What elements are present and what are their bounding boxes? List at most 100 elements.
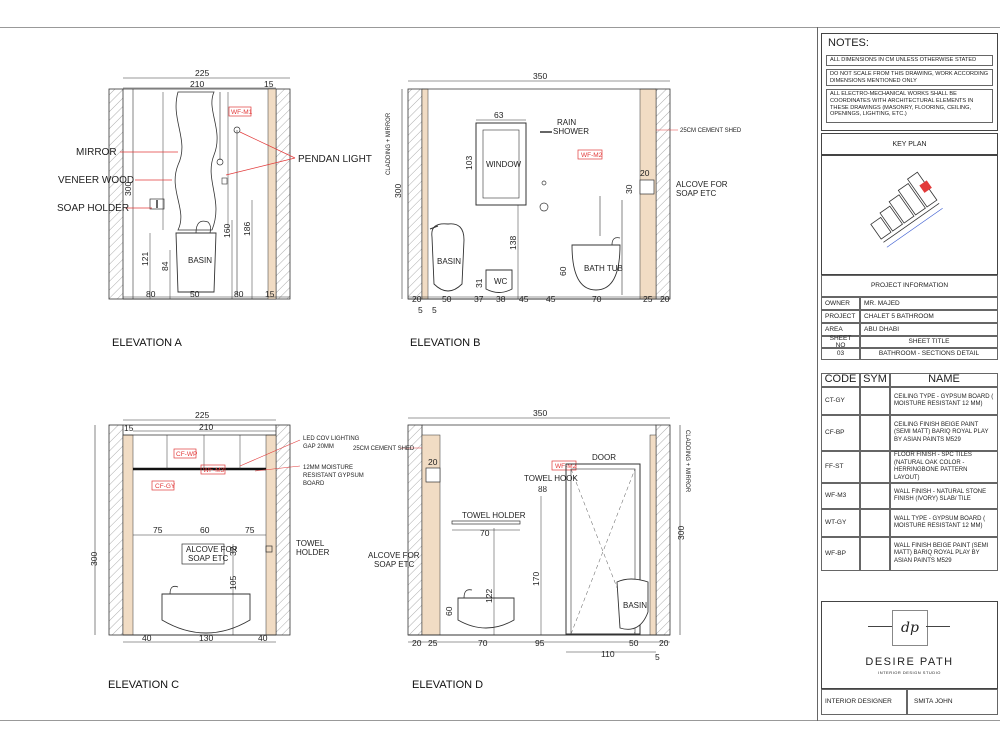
basin-c	[161, 593, 251, 634]
alcove-b	[639, 179, 655, 195]
svg-text:SHOWER: SHOWER	[553, 127, 589, 136]
sheet-no-label: SHEET NO	[821, 335, 860, 349]
alcove-d	[425, 467, 441, 483]
svg-text:300: 300	[123, 182, 133, 196]
svg-text:BASIN: BASIN	[437, 257, 461, 266]
window-shape	[482, 129, 520, 199]
svg-text:60: 60	[200, 525, 210, 535]
brand-subtitle: INTERIOR DESIGN STUDIO	[878, 670, 941, 675]
note-2: DO NOT SCALE FROM THIS DRAWING, WORK ACC…	[826, 69, 993, 86]
cladding-panel	[421, 88, 429, 300]
designer-name: SMITA JOHN	[907, 689, 998, 715]
svg-text:20: 20	[640, 168, 650, 178]
svg-text:45: 45	[546, 294, 556, 304]
svg-text:DOOR: DOOR	[592, 453, 616, 462]
svg-text:VENEER WOOD: VENEER WOOD	[58, 175, 134, 186]
title-block: NOTES: ALL DIMENSIONS IN CM UNLESS OTHER…	[819, 27, 1000, 721]
svg-text:25: 25	[643, 294, 653, 304]
wc-d	[457, 597, 515, 629]
legend-name: FLOOR FINISH - SPC TILES (NATURAL OAK CO…	[890, 451, 998, 483]
svg-text:121: 121	[140, 252, 150, 266]
svg-text:25CM CEMENT SHED: 25CM CEMENT SHED	[353, 446, 415, 452]
svg-text:RAIN: RAIN	[557, 118, 576, 127]
legend-sym	[860, 483, 890, 509]
project-key-owner: OWNER	[821, 297, 860, 310]
legend-header-sym: SYM	[860, 373, 890, 387]
svg-text:186: 186	[242, 222, 252, 236]
key-plan-box	[821, 155, 998, 275]
svg-text:WF-M2: WF-M2	[581, 152, 603, 159]
svg-text:210: 210	[199, 422, 213, 432]
svg-text:20: 20	[660, 294, 670, 304]
towel-hook-icon: ȣȣ	[538, 485, 548, 494]
svg-text:300: 300	[393, 184, 403, 198]
wc-b	[485, 269, 513, 293]
svg-text:40: 40	[142, 633, 152, 643]
svg-text:CLADDING + MIRROR: CLADDING + MIRROR	[684, 430, 690, 493]
svg-text:38: 38	[496, 294, 506, 304]
project-value-area: ABU DHABI	[860, 323, 998, 336]
notes-heading: NOTES:	[828, 37, 869, 49]
elevation-a-title: ELEVATION A	[112, 337, 183, 349]
legend-sym	[860, 537, 890, 571]
svg-text:20: 20	[428, 457, 438, 467]
drawing-sheet: BASIN WF-M1 225 210 15 300 121 84 160 18…	[57, 68, 742, 691]
elevation-d-title: ELEVATION D	[412, 679, 483, 691]
svg-text:130: 130	[199, 633, 213, 643]
svg-text:TOWEL HOOK: TOWEL HOOK	[524, 474, 578, 483]
legend-header-code: CODE	[821, 373, 860, 387]
legend-name: WALL TYPE - GYPSUM BOARD ( MOISTURE RESI…	[890, 509, 998, 537]
svg-text:ALCOVE FOR: ALCOVE FOR	[368, 551, 420, 560]
mirror-shape	[174, 91, 218, 231]
soap-holder-shape	[149, 198, 165, 210]
brand-name: DESIRE PATH	[865, 656, 954, 668]
door-shape	[570, 468, 636, 635]
project-key-project: PROJECT	[821, 310, 860, 323]
legend-name: CEILING TYPE - GYPSUM BOARD ( MOISTURE R…	[890, 387, 998, 415]
legend-sym	[860, 451, 890, 483]
svg-text:15: 15	[124, 423, 134, 433]
svg-text:103: 103	[464, 156, 474, 170]
elevation-b-title: ELEVATION B	[410, 337, 481, 349]
svg-text:BASIN: BASIN	[188, 256, 212, 265]
key-plan-icon	[870, 171, 943, 248]
svg-text:TOWEL HOLDER: TOWEL HOLDER	[462, 511, 526, 520]
sheet-title-label: SHEET TITLE	[860, 336, 998, 348]
legend-code: WF-M3	[821, 483, 860, 509]
title-block-separator	[817, 27, 818, 721]
legend-code: WT-GY	[821, 509, 860, 537]
project-info-heading: PROJECT INFORMATION	[821, 275, 998, 297]
svg-text:15: 15	[265, 289, 275, 299]
svg-text:37: 37	[474, 294, 484, 304]
project-value-owner: MR. MAJED	[860, 297, 998, 310]
svg-text:25CM CEMENT SHED: 25CM CEMENT SHED	[680, 128, 742, 134]
svg-text:PENDAN LIGHT: PENDAN LIGHT	[298, 154, 372, 165]
svg-text:SOAP ETC: SOAP ETC	[188, 554, 229, 563]
notes-box: NOTES: ALL DIMENSIONS IN CM UNLESS OTHER…	[821, 33, 998, 131]
svg-text:RESISTANT GYPSUM: RESISTANT GYPSUM	[303, 473, 364, 479]
svg-text:WF-M3: WF-M3	[203, 467, 225, 474]
svg-text:105: 105	[228, 576, 238, 590]
note-1: ALL DIMENSIONS IN CM UNLESS OTHERWISE ST…	[826, 55, 993, 66]
svg-text:210: 210	[190, 79, 204, 89]
svg-text:80: 80	[234, 289, 244, 299]
basin-d	[616, 578, 649, 630]
svg-text:160: 160	[222, 224, 232, 238]
legend-name: WALL FINISH BEIGE PAINT (SEMI MATT) BARI…	[890, 537, 998, 571]
elevation-c: CF-WP CF-GY WF-M3 ALCOVE FOR SOAP ETC TO…	[89, 410, 364, 691]
svg-text:31: 31	[474, 278, 484, 288]
svg-text:170: 170	[531, 572, 541, 586]
elevation-c-title: ELEVATION C	[108, 679, 179, 691]
svg-text:5: 5	[432, 305, 437, 315]
svg-text:WC: WC	[494, 277, 508, 286]
svg-text:80: 80	[146, 289, 156, 299]
wall-left	[108, 88, 124, 300]
wall-right	[275, 88, 291, 300]
svg-text:MIRROR: MIRROR	[76, 147, 117, 158]
svg-text:15: 15	[264, 79, 274, 89]
svg-text:ALCOVE FOR: ALCOVE FOR	[186, 545, 238, 554]
legend-sym	[860, 415, 890, 451]
svg-text:12MM MOISTURE: 12MM MOISTURE	[303, 465, 353, 471]
svg-text:30: 30	[624, 184, 634, 194]
svg-text:GAP 20MM: GAP 20MM	[303, 444, 334, 450]
